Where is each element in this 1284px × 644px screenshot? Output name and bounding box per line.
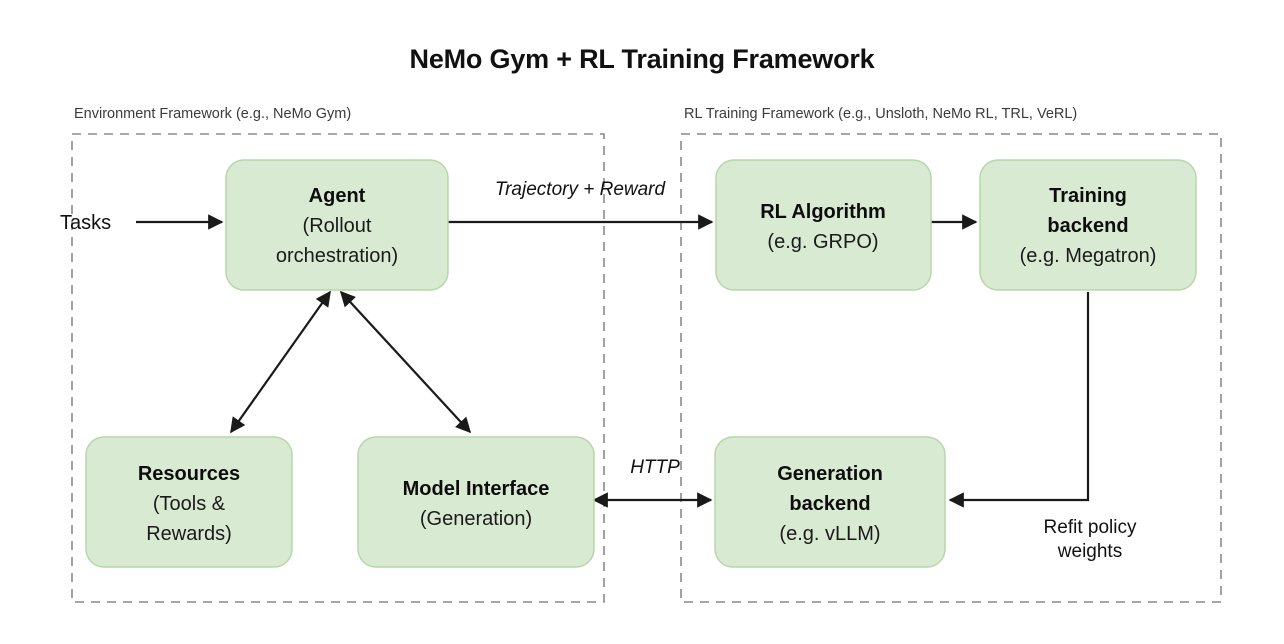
node-model-interface-box[interactable] — [357, 436, 595, 568]
node-generation-backend-title-line2: backend — [789, 493, 870, 515]
node-model-interface-title: Model Interface — [403, 478, 550, 500]
node-agent[interactable]: Agent (Rollout orchestration) — [225, 159, 449, 291]
node-rl-algorithm-sub-line1: (e.g. GRPO) — [767, 231, 878, 253]
edge-label-refit-line2: weights — [1057, 541, 1122, 562]
node-rl-algorithm[interactable]: RL Algorithm (e.g. GRPO) — [715, 159, 932, 291]
node-model-interface-sub-line1: (Generation) — [420, 508, 532, 530]
node-resources[interactable]: Resources (Tools & Rewards) — [85, 436, 293, 568]
node-agent-box[interactable] — [225, 159, 449, 291]
node-generation-backend-box[interactable] — [714, 436, 946, 568]
node-training-backend-box[interactable] — [979, 159, 1197, 291]
edge-refit-policy-weights — [948, 292, 1090, 508]
node-resources-sub-line1: (Tools & — [153, 493, 226, 515]
edge-label-trajectory-reward: Trajectory + Reward — [495, 179, 667, 200]
group-frame-rl-training — [680, 133, 1222, 603]
node-agent-sub-line2: orchestration) — [276, 245, 398, 267]
node-generation-backend-sub-line1: (e.g. vLLM) — [779, 523, 880, 545]
node-training-backend-title-line2: backend — [1047, 215, 1128, 237]
node-agent-title: Agent — [309, 185, 366, 207]
node-rl-algorithm-box[interactable] — [715, 159, 932, 291]
node-model-interface[interactable]: Model Interface (Generation) — [357, 436, 595, 568]
edge-label-tasks: Tasks — [60, 212, 111, 234]
edge-label-refit-line1: Refit policy — [1044, 517, 1137, 538]
group-label-environment: Environment Framework (e.g., NeMo Gym) — [74, 106, 351, 122]
node-agent-sub-line1: (Rollout — [303, 215, 372, 237]
edge-label-http: HTTP — [630, 457, 680, 478]
node-training-backend-title-line1: Training — [1049, 185, 1127, 207]
node-training-backend-sub-line1: (e.g. Megatron) — [1020, 245, 1157, 267]
edge-agent-resources — [230, 290, 331, 434]
page-title: NeMo Gym + RL Training Framework — [410, 44, 876, 74]
group-label-rl-training: RL Training Framework (e.g., Unsloth, Ne… — [684, 106, 1077, 122]
group-frame-environment — [71, 133, 605, 603]
node-training-backend[interactable]: Training backend (e.g. Megatron) — [979, 159, 1197, 291]
node-resources-box[interactable] — [85, 436, 293, 568]
node-resources-title: Resources — [138, 463, 240, 485]
node-generation-backend-title-line1: Generation — [777, 463, 883, 485]
edge-agent-model-interface — [339, 290, 472, 434]
node-generation-backend[interactable]: Generation backend (e.g. vLLM) — [714, 436, 946, 568]
node-rl-algorithm-title: RL Algorithm — [760, 201, 886, 223]
node-resources-sub-line2: Rewards) — [146, 523, 232, 545]
